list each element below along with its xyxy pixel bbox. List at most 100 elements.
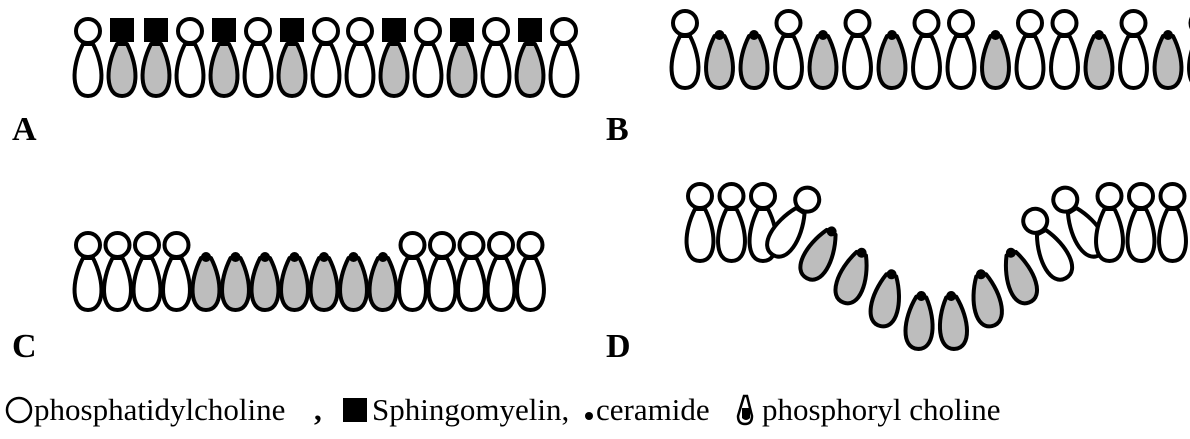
phosphatidylcholine-molecule bbox=[134, 233, 161, 310]
phosphatidylcholine-head bbox=[430, 233, 454, 257]
phosphatidylcholine-head bbox=[1053, 11, 1077, 35]
ceramide-molecule bbox=[967, 267, 1005, 329]
lipid-tail bbox=[844, 36, 871, 88]
lipid-tail bbox=[1096, 209, 1123, 261]
lipid-tail bbox=[1159, 209, 1186, 261]
ceramide-head bbox=[715, 30, 725, 40]
lipid-tail bbox=[313, 44, 340, 96]
lipid-tail bbox=[429, 258, 456, 310]
panel-label-a: A bbox=[12, 111, 37, 148]
lipid-tail bbox=[867, 272, 904, 328]
ceramide-molecule bbox=[252, 252, 279, 310]
sphingomyelin-molecule bbox=[279, 18, 306, 96]
sphingomyelin-legend-icon bbox=[343, 398, 367, 422]
lipid-tail bbox=[1051, 36, 1078, 88]
phosphatidylcholine-head bbox=[348, 19, 372, 43]
sphingomyelin-head bbox=[450, 18, 474, 42]
lipid-tail bbox=[982, 36, 1009, 88]
phosphatidylcholine-molecule bbox=[1017, 11, 1044, 88]
phosphatidylcholine-molecule bbox=[687, 184, 714, 261]
phosphatidylcholine-molecule bbox=[718, 184, 745, 261]
sphingomyelin-molecule bbox=[211, 18, 238, 96]
panel-c-molecules bbox=[75, 233, 544, 310]
lipid-tail bbox=[741, 36, 768, 88]
legend: phosphatidylcholine , Sphingomyelin, cer… bbox=[7, 392, 1001, 427]
ceramide-molecule bbox=[1155, 30, 1182, 88]
phosphatidylcholine-molecule bbox=[1128, 184, 1155, 261]
phosphatidylcholine-head bbox=[1018, 11, 1042, 35]
sphingomyelin-molecule bbox=[143, 18, 170, 96]
phosphatidylcholine-head bbox=[846, 11, 870, 35]
lipid-tail bbox=[245, 44, 272, 96]
ceramide-head bbox=[319, 252, 329, 262]
lipid-tail bbox=[75, 258, 102, 310]
phosphatidylcholine-molecule bbox=[517, 233, 544, 310]
sphingomyelin-head bbox=[518, 18, 542, 42]
phosphatidylcholine-head bbox=[165, 233, 189, 257]
ceramide-molecule bbox=[222, 252, 249, 310]
phosphatidylcholine-head bbox=[246, 19, 270, 43]
ceramide-head bbox=[887, 30, 897, 40]
lipid-tail bbox=[252, 258, 279, 310]
ceramide-head bbox=[1094, 30, 1104, 40]
panel-d-molecules bbox=[687, 182, 1186, 349]
lipid-tail bbox=[222, 258, 249, 310]
phosphatidylcholine-molecule bbox=[913, 11, 940, 88]
ceramide-molecule bbox=[311, 252, 338, 310]
panel-label-b: B bbox=[606, 111, 629, 148]
lipid-tail bbox=[1029, 226, 1077, 285]
lipid-tail bbox=[370, 258, 397, 310]
lipid-tail bbox=[948, 36, 975, 88]
legend-phosphoryl-choline-label: phosphoryl choline bbox=[762, 392, 1001, 427]
lipid-tail bbox=[75, 44, 102, 96]
phosphatidylcholine-head bbox=[915, 11, 939, 35]
phosphatidylcholine-head bbox=[777, 11, 801, 35]
lipid-tail bbox=[687, 209, 714, 261]
lipid-tail bbox=[483, 44, 510, 96]
lipid-tail bbox=[810, 36, 837, 88]
phosphatidylcholine-molecule bbox=[429, 233, 456, 310]
lipid-tail bbox=[399, 258, 426, 310]
phosphatidylcholine-molecule bbox=[551, 19, 578, 96]
ceramide-molecule bbox=[879, 30, 906, 88]
sphingomyelin-head bbox=[382, 18, 406, 42]
legend-phosphatidylcholine-label: phosphatidylcholine bbox=[34, 392, 285, 427]
sphingomyelin-head bbox=[110, 18, 134, 42]
lipid-tail bbox=[879, 36, 906, 88]
phosphatidylcholine-molecule bbox=[75, 19, 102, 96]
phosphatidylcholine-head bbox=[416, 19, 440, 43]
lipid-tail bbox=[104, 258, 131, 310]
phosphatidylcholine-head bbox=[751, 184, 775, 208]
ceramide-molecule bbox=[193, 252, 220, 310]
lipid-tail bbox=[913, 36, 940, 88]
lipid-tail bbox=[1086, 36, 1113, 88]
phosphatidylcholine-molecule bbox=[415, 19, 442, 96]
lipid-tail bbox=[281, 258, 308, 310]
ceramide-molecule bbox=[867, 267, 905, 329]
phosphatidylcholine-molecule bbox=[844, 11, 871, 88]
sphingomyelin-molecule bbox=[109, 18, 136, 96]
lipid-tail bbox=[415, 44, 442, 96]
lipid-tail bbox=[517, 44, 544, 96]
phosphatidylcholine-molecule bbox=[1096, 184, 1123, 261]
phosphatidylcholine-molecule bbox=[458, 233, 485, 310]
phosphatidylcholine-molecule bbox=[75, 233, 102, 310]
lipid-tail bbox=[1017, 36, 1044, 88]
sphingomyelin-head bbox=[144, 18, 168, 42]
phosphatidylcholine-molecule bbox=[1120, 11, 1147, 88]
ceramide-molecule bbox=[281, 252, 308, 310]
phosphatidylcholine-molecule bbox=[488, 233, 515, 310]
legend-separator: , bbox=[314, 392, 322, 427]
phosphatidylcholine-head bbox=[688, 184, 712, 208]
phosphatidylcholine-head bbox=[949, 11, 973, 35]
lipid-tail bbox=[938, 296, 968, 350]
lipid-tail bbox=[672, 36, 699, 88]
ceramide-molecule bbox=[937, 290, 968, 350]
lipid-tail bbox=[347, 44, 374, 96]
ceramide-molecule bbox=[831, 243, 876, 307]
lipid-tail bbox=[1128, 209, 1155, 261]
phosphatidylcholine-head bbox=[135, 233, 159, 257]
ceramide-head bbox=[1163, 30, 1173, 40]
lipid-tail bbox=[968, 272, 1005, 328]
